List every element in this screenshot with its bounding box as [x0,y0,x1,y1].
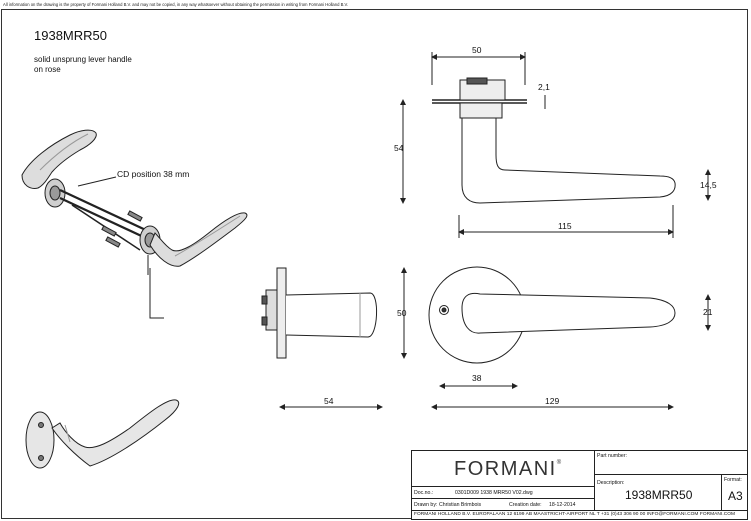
product-code: 1938MRR50 [34,28,107,43]
description-line-2: on rose [34,65,61,74]
format-cell: Format: [722,475,747,511]
formani-logo: FORMANI® [454,458,563,480]
dim-spindle-length: 54 [324,396,334,406]
creation-date-value: 18-12-2014 [549,502,576,508]
dim-height: 54 [394,143,404,153]
side-view [261,267,407,410]
description-label: Description: [597,480,625,486]
dim-overall-length: 129 [545,396,560,406]
company-footer: FORMANI HOLLAND B.V. EUROPALAAN 12 6199 … [414,512,736,517]
top-view [400,52,711,238]
dim-lever-end: 14,5 [700,180,717,190]
product-description: solid unsprung lever handle on rose [34,55,174,75]
dim-rose-diameter: 50 [397,308,407,318]
description-line-1: solid unsprung lever handle [34,55,132,64]
doc-no-label: Doc.no.: [414,490,434,496]
dim-rose-radius: 38 [472,373,482,383]
logo-cell: FORMANI® [412,451,595,487]
part-number-cell: Part number: [595,451,747,475]
description-cell: Description: [595,475,722,511]
disclaimer-text: All information on the drawing is the pr… [3,2,349,7]
format-value: A3 [728,489,743,503]
description-value: 1938MRR50 [625,488,693,502]
creation-date-label: Creation date: [509,502,542,508]
exploded-view [21,129,248,319]
dim-rose-thickness: 2,1 [538,82,550,92]
drawn-by-label: Drawn by: [414,502,438,508]
dim-top-width: 50 [472,45,482,55]
part-number-label: Part number: [597,453,627,459]
perspective-view [25,399,180,469]
drawing-frame [1,9,748,519]
title-block: FORMANI® Part number: Description: 1938M… [411,450,748,520]
cd-position-label: CD position 38 mm [117,169,190,179]
doc-no-value: 0301D009 1938 MRR50 V02.dwg [455,490,533,496]
format-label: Format: [724,477,742,483]
drawn-by-cell: Drawn by: Christian Brimbois Creation da… [412,499,595,511]
doc-no-cell: Doc.no.: 0301D009 1938 MRR50 V02.dwg [412,487,595,499]
drawn-by-value: Christian Brimbois [439,502,482,508]
dim-grip-height: 21 [703,307,713,317]
dim-lever-length: 115 [558,221,572,231]
front-view [428,266,711,410]
